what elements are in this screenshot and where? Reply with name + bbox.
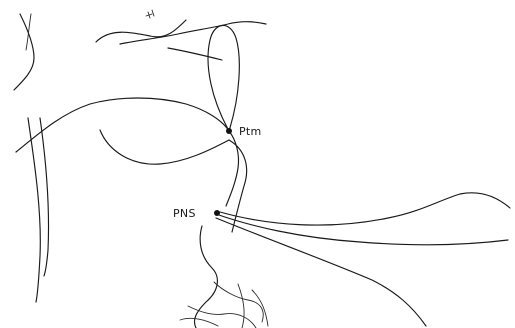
soft-palate-lower	[216, 218, 426, 326]
orbit-upper-edge	[26, 14, 31, 50]
clivus-contour	[168, 48, 222, 60]
ptm-point	[226, 128, 232, 134]
cranial-base-contour	[96, 20, 186, 42]
sella-fragment	[146, 10, 154, 18]
orbit-contour	[14, 14, 34, 90]
hyoid-fragment	[180, 318, 218, 326]
epiglottis-contour	[188, 306, 256, 328]
ptm-label: Ptm	[239, 125, 262, 138]
pns-point	[214, 210, 220, 216]
palatal-plane-line	[216, 214, 508, 245]
maxillary-tuberosity	[100, 130, 229, 164]
soft-palate-upper	[220, 193, 510, 225]
vertebra-line-outer	[28, 118, 40, 302]
tongue-dorsum	[214, 282, 263, 322]
pns-label: PNS	[173, 207, 196, 220]
vertebra-line-inner	[40, 118, 49, 276]
lower-curve-a	[238, 284, 244, 328]
sphenoid-contour	[120, 22, 266, 44]
maxillary-contour	[16, 98, 229, 152]
lower-curve-b	[252, 290, 268, 326]
